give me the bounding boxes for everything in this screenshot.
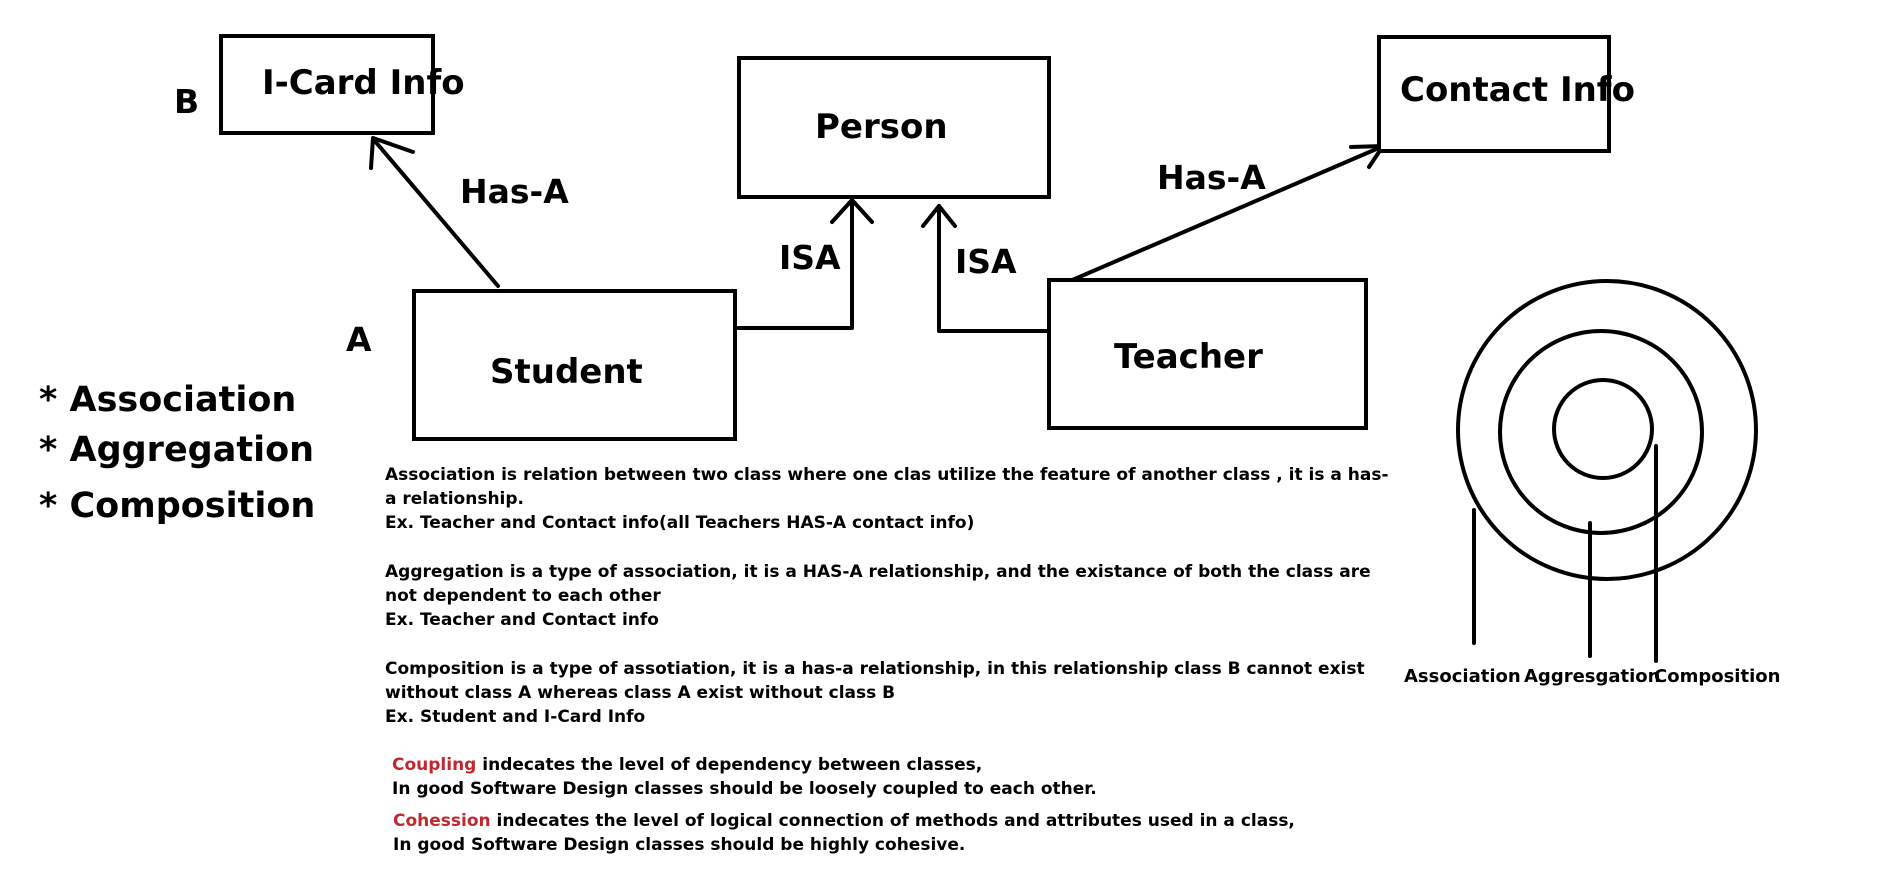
association-circle [1456,279,1758,581]
icard-info-label: I-Card Info [262,63,465,103]
isa-line-teacher-person [937,204,1050,333]
cohesion-line-1: Cohession indecates the level of logical… [393,809,1295,833]
note-line: not dependent to each other [385,586,661,606]
student-box: Student [412,289,737,441]
association-note: Association is relation between two clas… [385,463,1389,535]
coupling-note: Coupling indecates the level of dependen… [392,753,1097,801]
note-line: a relationship. [385,489,525,509]
person-label: Person [815,107,948,147]
cohesion-note: Cohession indecates the level of logical… [393,809,1295,857]
student-label: Student [490,352,643,392]
composition-circle [1552,378,1654,480]
legend-association: Association [1404,666,1521,687]
coupling-definition: indecates the level of dependency betwee… [476,755,983,775]
teacher-box: Teacher [1047,278,1368,430]
bullet-association: * Association [39,380,297,420]
coupling-line-1: Coupling indecates the level of dependen… [392,753,1097,777]
bullet-composition: * Composition [39,486,316,526]
note-line: Ex. Student and I-Card Info [385,707,646,727]
teacher-label: Teacher [1114,337,1263,377]
coupling-term: Coupling [392,755,477,775]
note-line: Association is relation between two clas… [385,465,1389,485]
note-line: without class A whereas class A exist wi… [385,683,896,703]
class-a-marker: A [346,320,372,359]
has-a-label-left: Has-A [460,172,569,211]
has-a-line-student-icard [372,138,500,288]
isa-line-student-person [736,200,854,330]
class-b-marker: B [174,82,200,121]
isa-label-right: ISA [955,242,1017,281]
arrow-head-icard [369,136,415,170]
has-a-label-right: Has-A [1157,158,1266,197]
note-line: Aggregation is a type of association, it… [385,562,1371,582]
isa-label-left: ISA [779,238,841,277]
legend-aggregation: Aggresgation [1524,666,1661,687]
aggregation-note: Aggregation is a type of association, it… [385,560,1371,632]
aggregation-circle [1498,329,1704,535]
contact-info-box: Contact Info [1377,35,1635,153]
arrow-head-person-left [830,198,874,224]
cohesion-term: Cohession [393,811,491,831]
contact-info-label: Contact Info [1400,70,1635,110]
icard-info-box: I-Card Info [219,34,465,135]
bullet-aggregation: * Aggregation [39,430,315,470]
note-line: Ex. Teacher and Contact info [385,610,659,630]
person-box: Person [737,56,1051,199]
coupling-line-2: In good Software Design classes should b… [392,779,1097,799]
note-line: Ex. Teacher and Contact info(all Teacher… [385,513,975,533]
has-a-line-teacher-contact [1061,145,1383,286]
arrow-head-person-right [921,204,957,228]
composition-note: Composition is a type of assotiation, it… [385,657,1365,729]
cohesion-definition: indecates the level of logical connectio… [490,811,1295,831]
note-line: Composition is a type of assotiation, it… [385,659,1365,679]
legend-composition: Composition [1654,666,1781,687]
cohesion-line-2: In good Software Design classes should b… [393,835,966,855]
